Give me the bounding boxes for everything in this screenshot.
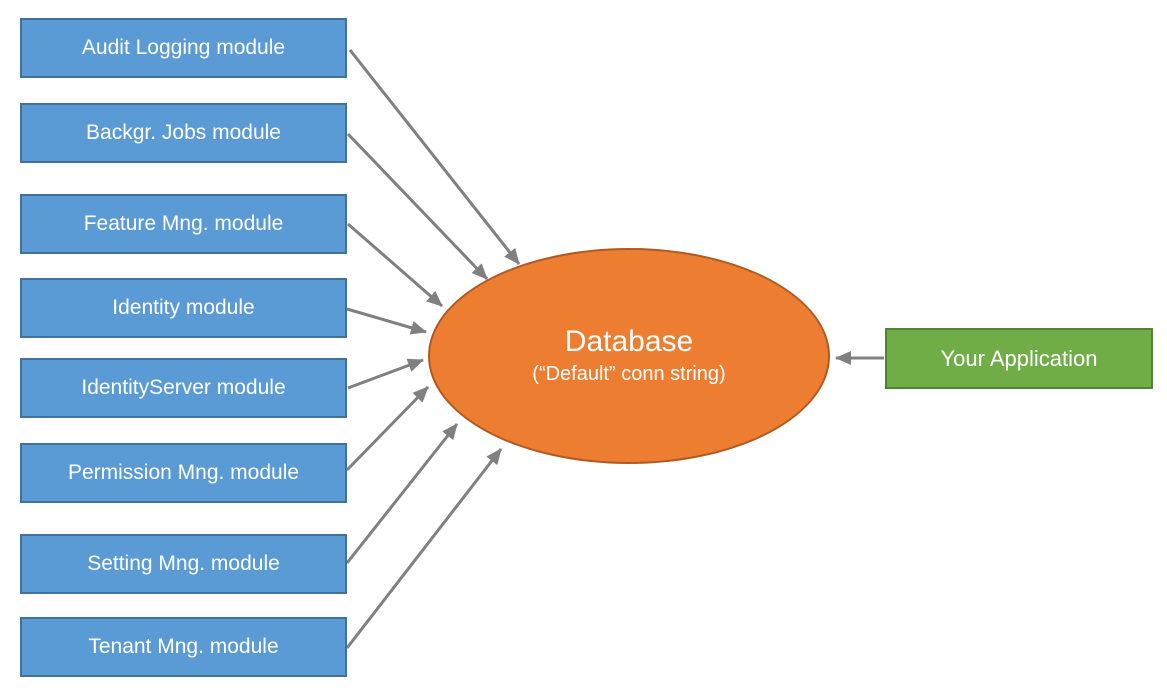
arrow-audit-logging-to-database — [348, 49, 521, 265]
arrow-permission-mng-to-database — [345, 385, 430, 472]
module-label: Tenant Mng. module — [88, 635, 279, 658]
arrow-backgr-jobs-to-database — [346, 132, 489, 281]
module-label: Feature Mng. module — [83, 212, 284, 235]
module-box-tenant-mng: Tenant Mng. module — [20, 617, 347, 677]
arrow-tenant-mng-to-database — [345, 448, 503, 649]
database-ellipse: Database (“Default” conn string) — [428, 248, 830, 464]
module-label: Identity module — [112, 296, 255, 319]
application-box: Your Application — [885, 328, 1153, 389]
module-box-backgr-jobs: Backgr. Jobs module — [20, 103, 347, 163]
database-subtitle: (“Default” conn string) — [532, 363, 726, 385]
arrow-identity-to-database — [346, 307, 427, 335]
arrow-feature-mng-to-database — [347, 222, 443, 308]
application-label: Your Application — [940, 345, 1098, 371]
module-label: Setting Mng. module — [87, 552, 280, 575]
module-label: Audit Logging module — [81, 36, 286, 59]
module-box-feature-mng: Feature Mng. module — [20, 194, 347, 254]
module-box-identityserver: IdentityServer module — [20, 358, 347, 418]
module-box-setting-mng: Setting Mng. module — [20, 534, 347, 594]
arrow-setting-mng-to-database — [345, 423, 459, 564]
module-box-permission-mng: Permission Mng. module — [20, 443, 347, 503]
module-box-identity: Identity module — [20, 278, 347, 338]
module-label: Backgr. Jobs module — [86, 121, 281, 144]
module-box-audit-logging: Audit Logging module — [20, 18, 347, 78]
arrow-identityserver-to-database — [347, 358, 424, 390]
module-label: Permission Mng. module — [67, 461, 300, 484]
module-label: IdentityServer module — [81, 376, 286, 399]
database-title: Database — [564, 325, 694, 358]
